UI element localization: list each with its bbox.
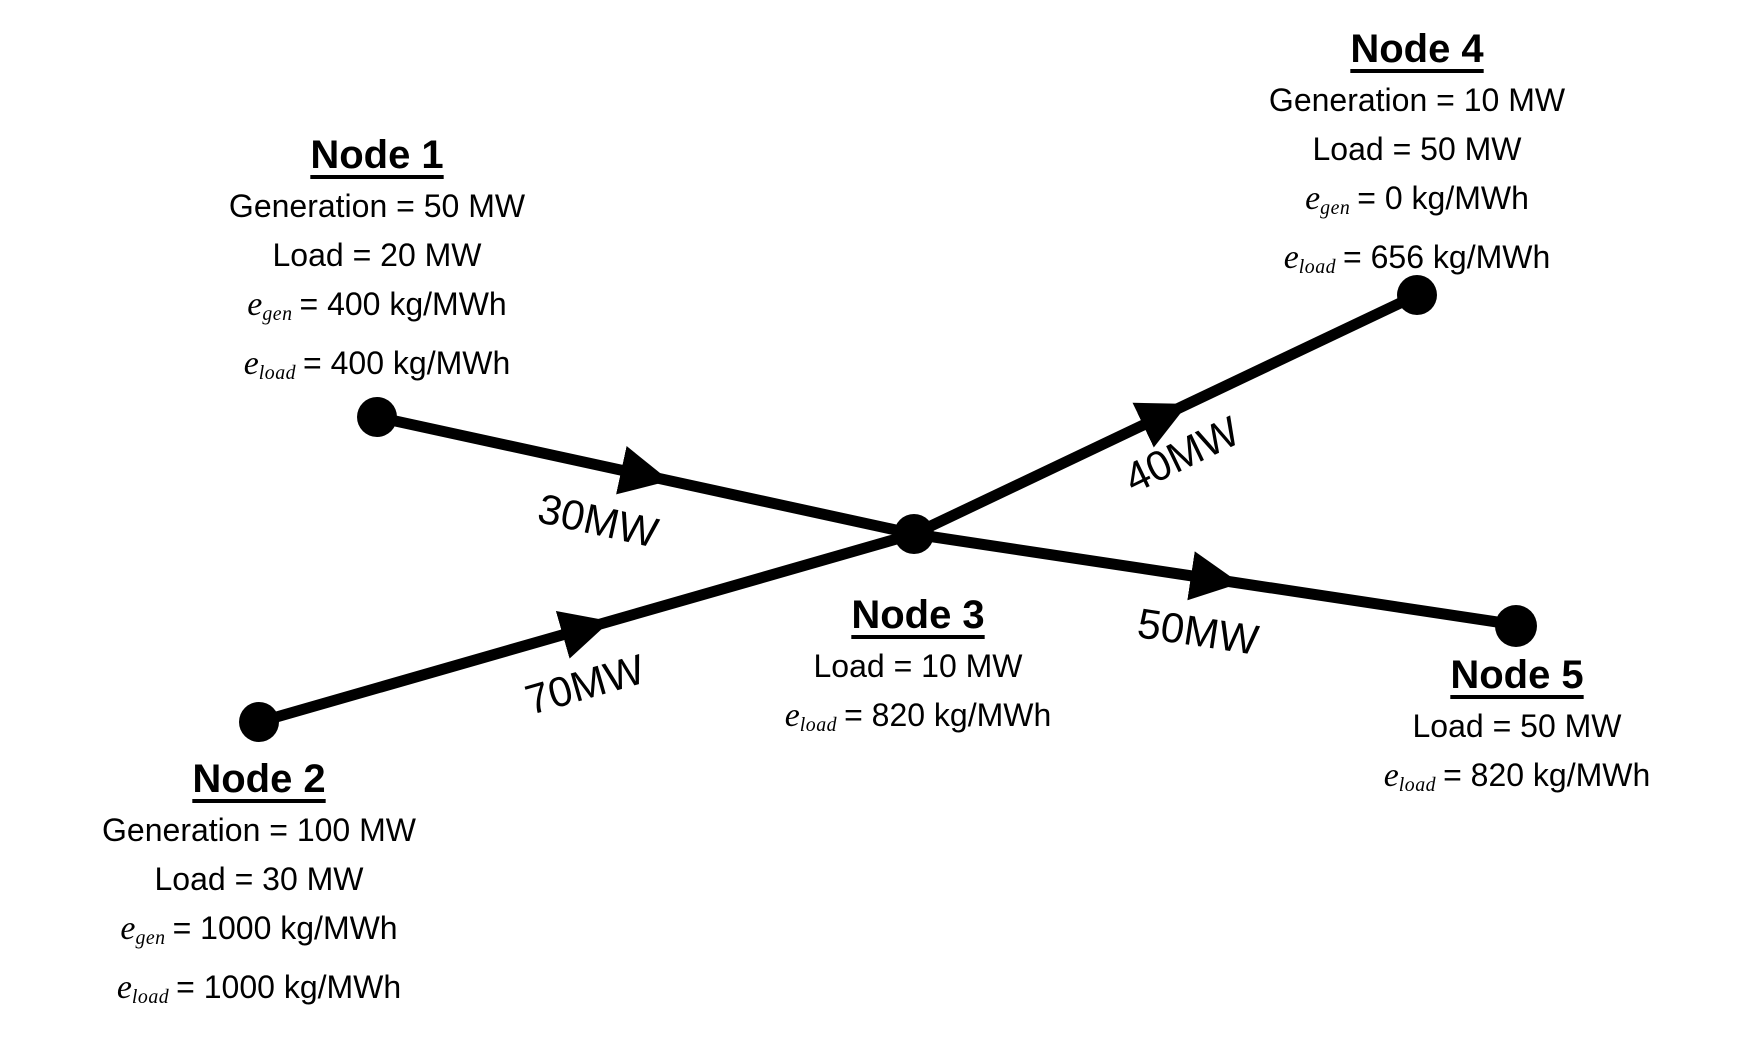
egen-symbol: e (1305, 180, 1321, 217)
egen-subscript: gen (262, 302, 293, 325)
node2-title: Node 2 (192, 757, 326, 801)
node2-generation: Generation = 100 MW (102, 812, 416, 848)
eload-symbol: e (1383, 757, 1399, 794)
edge-node2-node3 (257, 528, 916, 728)
egen-subscript: gen (135, 926, 166, 949)
eload-subscript: load (258, 361, 297, 384)
eload-value: = 656 kg/MWh (1343, 238, 1551, 275)
node5-info: Node 5 Load = 50 MW eload = 820 kg/MWh (1384, 648, 1651, 810)
node1-generation: Generation = 50 MW (228, 188, 526, 224)
node1-dot (357, 397, 397, 437)
eload-symbol: e (243, 344, 259, 382)
egen-symbol: e (120, 910, 136, 947)
eload-subscript: load (131, 985, 170, 1008)
node4-load: Load = 50 MW (1312, 131, 1522, 167)
eload-symbol: e (784, 697, 800, 734)
edge-node1-node3 (375, 411, 916, 540)
eload-symbol: e (1283, 238, 1299, 276)
node3-load: Load = 10 MW (813, 648, 1023, 684)
node4-info: Node 4 Generation = 10 MW Load = 50 MW e… (1269, 22, 1565, 292)
node1-title: Node 1 (310, 133, 444, 177)
eload-symbol: e (116, 968, 132, 1006)
edge-node3-node5 (913, 528, 1518, 631)
egen-value: = 1000 kg/MWh (172, 910, 398, 946)
eload-subscript: load (799, 713, 838, 736)
node4-generation: Generation = 10 MW (1268, 82, 1566, 118)
node3-title: Node 3 (851, 593, 985, 637)
eload-subscript: load (1298, 255, 1337, 278)
node4-egen: egen = 0 kg/MWh (1269, 174, 1565, 233)
node2-info: Node 2 Generation = 100 MW Load = 30 MW … (102, 752, 416, 1022)
egen-symbol: e (247, 286, 263, 323)
node1-egen: egen = 400 kg/MWh (229, 280, 525, 339)
node4-eload: eload = 656 kg/MWh (1269, 233, 1565, 292)
node5-load: Load = 50 MW (1412, 708, 1622, 744)
node5-dot (1495, 605, 1537, 647)
node4-dot (1397, 275, 1437, 315)
node5-title: Node 5 (1450, 653, 1584, 697)
egen-value: = 400 kg/MWh (299, 286, 507, 322)
node1-eload: eload = 400 kg/MWh (229, 339, 525, 398)
node2-eload: eload = 1000 kg/MWh (102, 963, 416, 1022)
eload-subscript: load (1398, 773, 1437, 796)
node4-title: Node 4 (1350, 27, 1484, 71)
node2-load: Load = 30 MW (154, 861, 364, 897)
eload-value: = 820 kg/MWh (844, 697, 1052, 733)
eload-value: = 820 kg/MWh (1443, 757, 1651, 793)
eload-value: = 1000 kg/MWh (176, 968, 402, 1005)
node5-eload: eload = 820 kg/MWh (1384, 751, 1651, 810)
node1-info: Node 1 Generation = 50 MW Load = 20 MW e… (229, 128, 525, 398)
egen-value: = 0 kg/MWh (1357, 180, 1529, 216)
node3-dot (894, 514, 934, 554)
edge-node3-node4 (911, 290, 1420, 539)
egen-subscript: gen (1320, 196, 1351, 219)
node1-load: Load = 20 MW (272, 237, 482, 273)
node2-dot (239, 702, 279, 742)
node3-eload: eload = 820 kg/MWh (785, 691, 1052, 750)
node2-egen: egen = 1000 kg/MWh (102, 904, 416, 963)
node3-info: Node 3 Load = 10 MW eload = 820 kg/MWh (785, 588, 1052, 750)
eload-value: = 400 kg/MWh (303, 344, 511, 381)
